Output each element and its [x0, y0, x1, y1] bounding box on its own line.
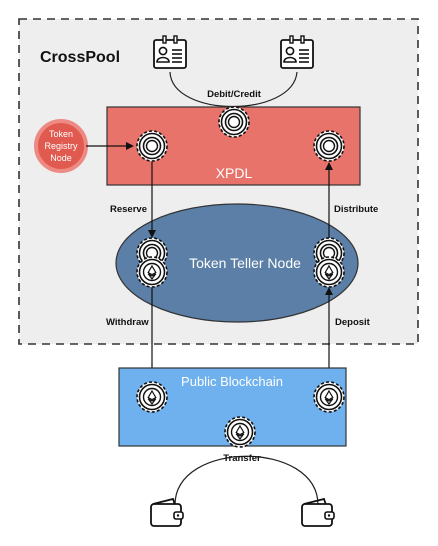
user-badge-right-icon[interactable] — [280, 35, 314, 69]
token-registry-label-line3: Node — [50, 153, 72, 163]
teller-eth-right-icon[interactable] — [313, 256, 345, 288]
teller-eth-left-icon[interactable] — [136, 256, 168, 288]
token-registry-label-line1: Token — [49, 129, 73, 139]
edge-label-debit-credit: Debit/Credit — [207, 89, 262, 100]
blockchain-eth-right-icon[interactable] — [313, 381, 345, 413]
edge-label-distribute: Distribute — [334, 204, 378, 215]
token-registry-label-line2: Registry — [44, 141, 78, 151]
user-badge-left-icon[interactable] — [153, 35, 187, 69]
public-blockchain-label: Public Blockchain — [181, 374, 283, 389]
xpdl-token-center-icon[interactable] — [218, 106, 250, 138]
wallet-left-icon[interactable] — [150, 498, 184, 527]
edge-label-transfer: Transfer — [223, 453, 261, 464]
transfer-connector — [174, 455, 319, 506]
blockchain-eth-center-icon[interactable] — [224, 416, 256, 448]
token-teller-node[interactable] — [115, 203, 359, 323]
edge-label-reserve: Reserve — [110, 204, 147, 215]
xpdl-label: XPDL — [216, 165, 253, 181]
edge-label-deposit: Deposit — [335, 317, 371, 328]
blockchain-eth-left-icon[interactable] — [136, 381, 168, 413]
crosspool-title: CrossPool — [40, 49, 120, 66]
token-teller-label: Token Teller Node — [189, 255, 301, 271]
xpdl-token-right-icon[interactable] — [313, 130, 345, 162]
edge-label-withdraw: Withdraw — [106, 317, 149, 328]
xpdl-token-left-icon[interactable] — [136, 130, 168, 162]
